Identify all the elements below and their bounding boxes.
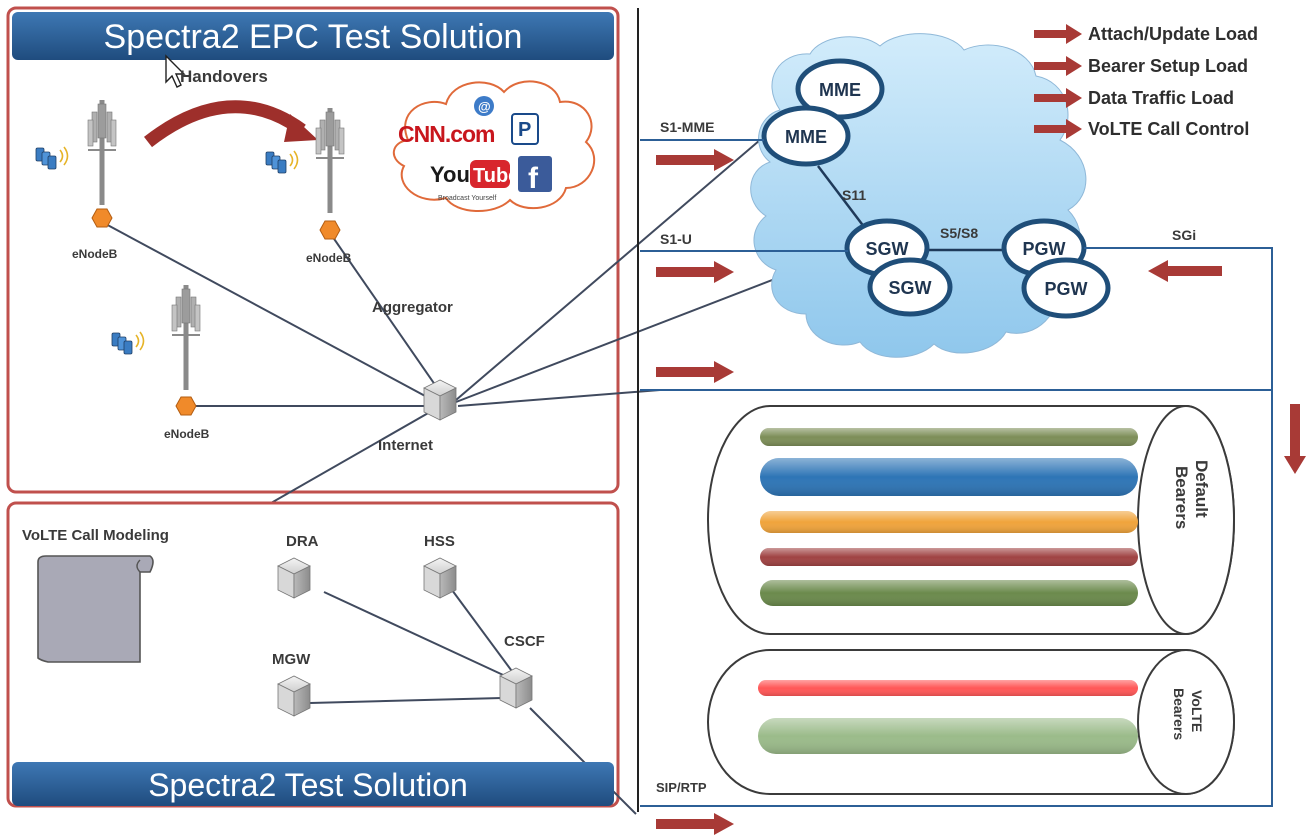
internet-server-icon (423, 379, 457, 421)
svg-text:MME: MME (819, 80, 861, 100)
legend-item-bearer: Bearer Setup Load (1088, 56, 1248, 76)
volte-control-arrow (656, 813, 734, 835)
legend-arrow-icon (1034, 56, 1082, 76)
default-bearers-label-2: Bearers (1172, 466, 1191, 529)
dra-server-icon (277, 557, 311, 599)
default-bearer-tubes (760, 428, 1138, 606)
mme-node-front[interactable]: MME (761, 105, 851, 167)
bearer-load-arrow (656, 261, 734, 283)
enodeb-hexagon-icon (91, 208, 113, 228)
youtube-logo (470, 160, 510, 188)
volte-modeling-label: VoLTE Call Modeling (22, 527, 169, 544)
sgi-load-arrow (1148, 260, 1222, 282)
legend-arrow-icon (1034, 24, 1082, 44)
enodeb-label-3: eNodeB (164, 427, 210, 441)
svg-text:SGW: SGW (866, 239, 909, 259)
dra-label: DRA (286, 533, 319, 550)
youtube-tagline: Broadcast Yourself (438, 195, 496, 202)
aggregator-label: Aggregator (372, 299, 453, 316)
sip-rtp-label: SIP/RTP (656, 780, 707, 795)
scroll-icon (37, 555, 154, 663)
legend-arrow-icon (1034, 119, 1082, 139)
s1-mme-label: S1-MME (660, 119, 714, 135)
legend-item-volte: VoLTE Call Control (1088, 119, 1249, 139)
email-icon (474, 96, 494, 116)
bottom-banner (12, 762, 614, 806)
enodeb-hexagon-icon (319, 220, 341, 240)
link-internet-data (457, 389, 661, 407)
sgi-loop-line (640, 247, 1273, 807)
link-enodeb1-internet (101, 221, 441, 405)
down-load-arrow (1284, 404, 1306, 474)
mgw-label: MGW (272, 651, 311, 668)
youtube-tube-text: Tube (473, 165, 519, 187)
facebook-icon (518, 156, 552, 192)
link-hss-cscf (451, 589, 515, 675)
s5s8-label: S5/S8 (940, 225, 978, 241)
cscf-server-icon (499, 667, 533, 709)
volte-bearer-tubes (758, 680, 1138, 754)
hss-server-icon (423, 557, 457, 599)
enodeb-label-2: eNodeB (306, 251, 352, 265)
link-mgw-cscf (309, 697, 503, 704)
default-bearers-label-1: Default (1192, 460, 1211, 518)
pandora-letter: P (518, 119, 531, 141)
mgw-server-icon (277, 675, 311, 717)
top-banner (12, 12, 614, 60)
youtube-you-text: You (430, 162, 470, 187)
pgw-node-front[interactable]: PGW (1021, 257, 1111, 319)
internet-label: Internet (378, 437, 433, 454)
volte-bearers-label-1: VoLTE (1189, 690, 1205, 732)
link-cscf-siprtp (529, 707, 637, 815)
svg-text:PGW: PGW (1023, 239, 1066, 259)
handover-arrowhead (284, 114, 318, 142)
svg-text:SGW: SGW (889, 278, 932, 298)
mme-node-back[interactable]: MME (795, 58, 885, 120)
enodeb-hexagon-icon (175, 396, 197, 416)
svg-text:@: @ (478, 99, 491, 114)
pandora-icon (511, 113, 539, 145)
cursor-arrow-icon (165, 54, 186, 88)
data-load-arrow (656, 361, 734, 383)
legend-item-data: Data Traffic Load (1088, 88, 1234, 108)
link-enodeb2-internet (329, 232, 441, 393)
hss-label: HSS (424, 533, 455, 550)
enodeb-label-1: eNodeB (72, 247, 118, 261)
handover-arc (144, 100, 306, 148)
s1-u-label: S1-U (660, 231, 692, 247)
attach-load-arrow (656, 149, 734, 171)
svg-text:MME: MME (785, 127, 827, 147)
legend-arrow-icon (1034, 88, 1082, 108)
svg-text:PGW: PGW (1045, 279, 1088, 299)
volte-bearers-label-2: Bearers (1171, 688, 1187, 740)
s11-label: S11 (842, 187, 866, 203)
bottom-banner-title: Spectra2 Test Solution (148, 767, 468, 803)
facebook-letter: f (528, 162, 539, 195)
link-internet-mme (455, 139, 761, 401)
legend: Attach/Update Load Bearer Setup Load Dat… (1034, 24, 1258, 139)
handovers-label: Handovers (180, 67, 268, 86)
sgw-node-front[interactable]: SGW (867, 257, 953, 317)
cscf-label: CSCF (504, 633, 545, 650)
top-banner-title: Spectra2 EPC Test Solution (104, 18, 523, 56)
cnn-logo-text: CNN.com (398, 121, 495, 147)
sgi-label: SGi (1172, 227, 1196, 243)
link-dra-cscf (323, 591, 515, 681)
legend-item-attach: Attach/Update Load (1088, 24, 1258, 44)
